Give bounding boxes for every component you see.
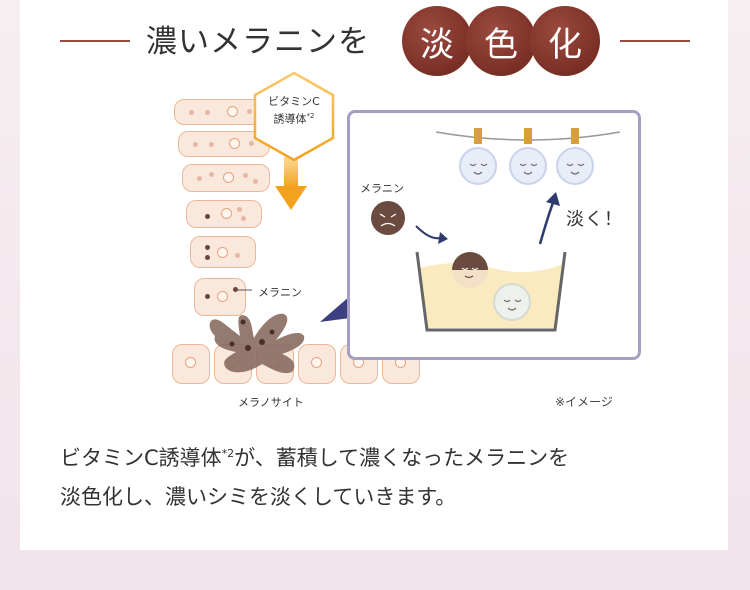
melanin-label: メラニン bbox=[258, 286, 302, 299]
heading-circle-char: 化 bbox=[530, 6, 600, 76]
melanocyte-label: メラノサイト bbox=[238, 396, 304, 409]
skin-cell bbox=[194, 278, 246, 316]
heading: 濃いメラニンを 淡 色 化 bbox=[0, 0, 750, 80]
skin-cell bbox=[190, 236, 256, 268]
description-part2: が、蓄積して濃くなったメラニンを bbox=[234, 446, 570, 470]
vitamin-c-derivative-label: ビタミンC 誘導体*2 bbox=[254, 95, 334, 127]
detail-frame bbox=[347, 110, 641, 360]
skin-cell bbox=[172, 344, 210, 384]
skin-cell bbox=[182, 164, 270, 192]
footnote-mark: *2 bbox=[306, 112, 315, 120]
fade-label: 淡く！ bbox=[566, 209, 623, 230]
heading-circle-char: 淡 bbox=[402, 6, 472, 76]
detail-melanin-label: メラニン bbox=[360, 182, 404, 195]
skin-cell bbox=[298, 344, 336, 384]
footnote-mark: *2 bbox=[221, 447, 235, 460]
derivative-label: 誘導体 bbox=[273, 112, 307, 126]
skin-cell bbox=[186, 200, 262, 228]
heading-rule-left bbox=[60, 40, 130, 42]
description: ビタミンC誘導体*2が、蓄積して濃くなったメラニンを 淡色化し、濃いシミを淡くし… bbox=[60, 434, 700, 517]
description-line2: 淡色化し、濃いシミを淡くしていきます。 bbox=[60, 485, 457, 509]
description-part1: ビタミンC誘導体 bbox=[60, 446, 222, 470]
heading-rule-right bbox=[620, 40, 690, 42]
vitamin-c-label: ビタミンC bbox=[268, 95, 320, 108]
heading-prefix: 濃いメラニンを bbox=[146, 24, 370, 60]
heading-circle-char: 色 bbox=[466, 6, 536, 76]
skin-cell bbox=[174, 99, 268, 125]
image-note: ※イメージ bbox=[555, 395, 613, 409]
heading-circles: 淡 色 化 bbox=[402, 6, 602, 76]
